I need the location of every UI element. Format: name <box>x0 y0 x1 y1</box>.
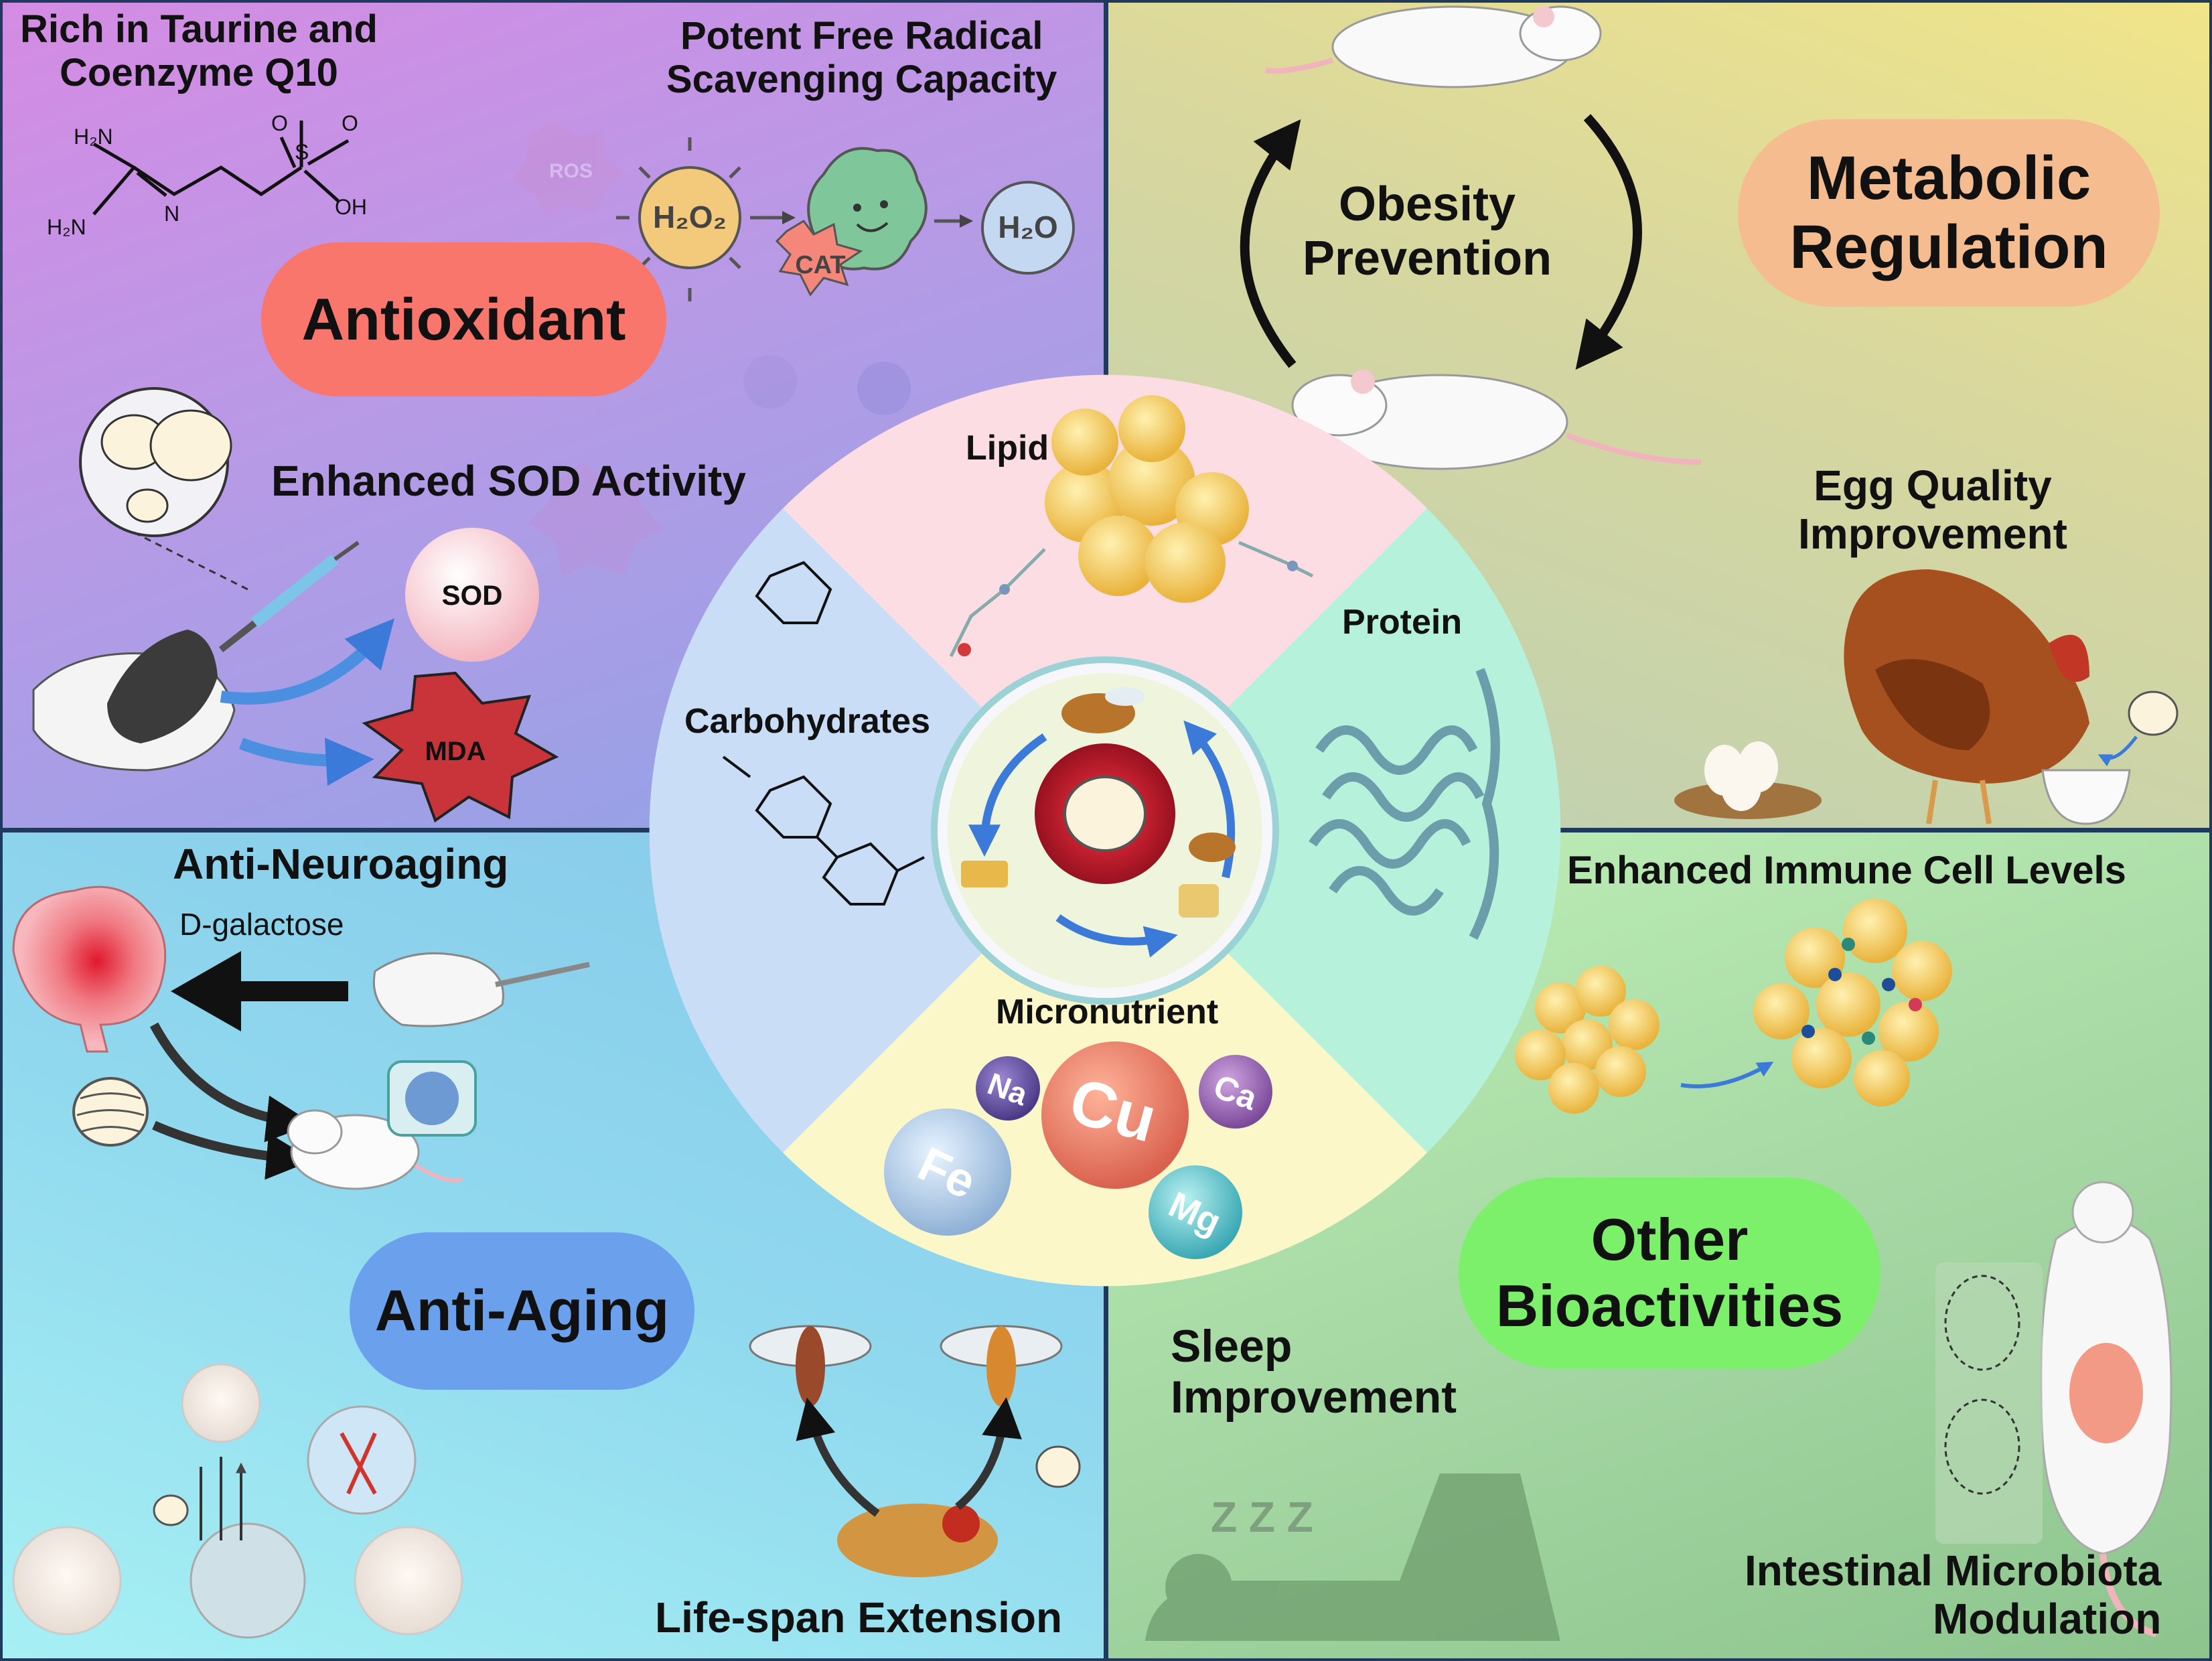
mg-ball <box>1149 1165 1242 1259</box>
arrow-immune <box>1680 1062 1774 1088</box>
chem-o2: O <box>342 111 358 135</box>
nutrient-wheel: Cu Na Ca Fe Mg <box>649 374 1561 1287</box>
h2o2-molecule: H₂O₂ <box>616 137 763 301</box>
sod-label: SOD <box>441 579 502 611</box>
arrow-brain-mouse <box>149 1022 313 1143</box>
na-ball <box>976 1056 1040 1121</box>
cycle-arrow-right <box>1575 114 1642 370</box>
h2o-label: H₂O <box>998 210 1057 244</box>
sector-carbohydrates <box>649 508 1105 1153</box>
cu-ball <box>1041 1041 1189 1189</box>
bee-icons <box>961 687 1236 918</box>
larva-icon-left <box>72 1077 149 1147</box>
hand-mouse-injection-icon <box>372 952 590 1027</box>
chem-h2n-top: H₂N <box>74 125 113 149</box>
sleeping-person-icon <box>1145 1473 1560 1641</box>
anti-aging-pill: Anti-Aging <box>350 1232 694 1390</box>
protein-structure-icon <box>1309 668 1500 940</box>
sod-activity-label: Enhanced SOD Activity <box>271 457 746 505</box>
dissected-mouse-icon <box>1935 1181 2172 1638</box>
cycle-arrow-left <box>1240 119 1301 368</box>
arrow-to-sod <box>220 618 394 705</box>
fe-ball <box>884 1108 1011 1236</box>
arrow-to-mda <box>238 737 374 786</box>
anti-neuroaging-label: Anti-Neuroaging <box>173 840 509 888</box>
dgalactose-label: D-galactose <box>179 907 344 942</box>
immune-cells-before-icon <box>1515 966 1660 1114</box>
chem-o1: O <box>271 111 288 135</box>
immune-cells-after-icon <box>1753 899 1952 1106</box>
larvae-magnifier-icon <box>79 387 248 591</box>
sector-protein <box>1105 508 1561 1153</box>
mouse-injection-icon <box>32 540 360 772</box>
sector-lipid <box>783 374 1427 830</box>
chem-h2n-bottom: H₂N <box>47 215 86 239</box>
protein-label: Protein <box>1342 603 1463 642</box>
ros-label: ROS <box>549 160 593 182</box>
cells-callout-icon <box>387 1060 477 1137</box>
white-mouse-icon <box>287 1109 463 1190</box>
mda-label: MDA <box>425 737 486 766</box>
ca-ball <box>1199 1055 1272 1129</box>
petri-dish-icons <box>12 1363 463 1639</box>
brain-icon <box>12 885 167 1053</box>
rat-bottom-icon <box>1291 370 1702 470</box>
immune-cell-label: Enhanced Immune Cell Levels <box>1567 849 2126 892</box>
micronutrient-label: Micronutrient <box>996 993 1219 1031</box>
ros-decoration: ROS <box>512 121 911 576</box>
nest-eggs-icon <box>1674 741 1822 819</box>
zzz-label: Z Z Z <box>1211 1493 1313 1541</box>
carbohydrates-label: Carbohydrates <box>684 702 930 741</box>
hen-icon <box>1844 569 2089 824</box>
antioxidant-pill: Antioxidant <box>261 242 666 396</box>
lipid-cluster-icon <box>949 395 1314 658</box>
dgalactose-arrow <box>171 951 348 1031</box>
sod-bubble <box>405 528 539 662</box>
chem-oh: OH <box>335 195 367 219</box>
fruit-fly-icons <box>749 1325 1081 1577</box>
cat-label: CAT <box>795 251 845 279</box>
h2o-molecule: H₂O <box>981 181 1075 275</box>
chem-s: S <box>295 140 309 164</box>
chem-n: N <box>164 202 179 226</box>
h2o2-label: H₂O₂ <box>653 200 727 234</box>
lipid-label: Lipid <box>966 429 1049 467</box>
taurine-structure <box>92 121 350 216</box>
lifespan-extension-label: Life-span Extension <box>655 1593 1063 1642</box>
carbohydrate-structures-icon <box>722 561 925 906</box>
rat-top-icon <box>1265 5 1602 88</box>
cat-enzyme: CAT <box>775 147 928 297</box>
arrow-larva-mouse <box>152 1121 313 1180</box>
feed-bowl-icon <box>2041 691 2179 825</box>
mda-burst <box>362 671 559 823</box>
